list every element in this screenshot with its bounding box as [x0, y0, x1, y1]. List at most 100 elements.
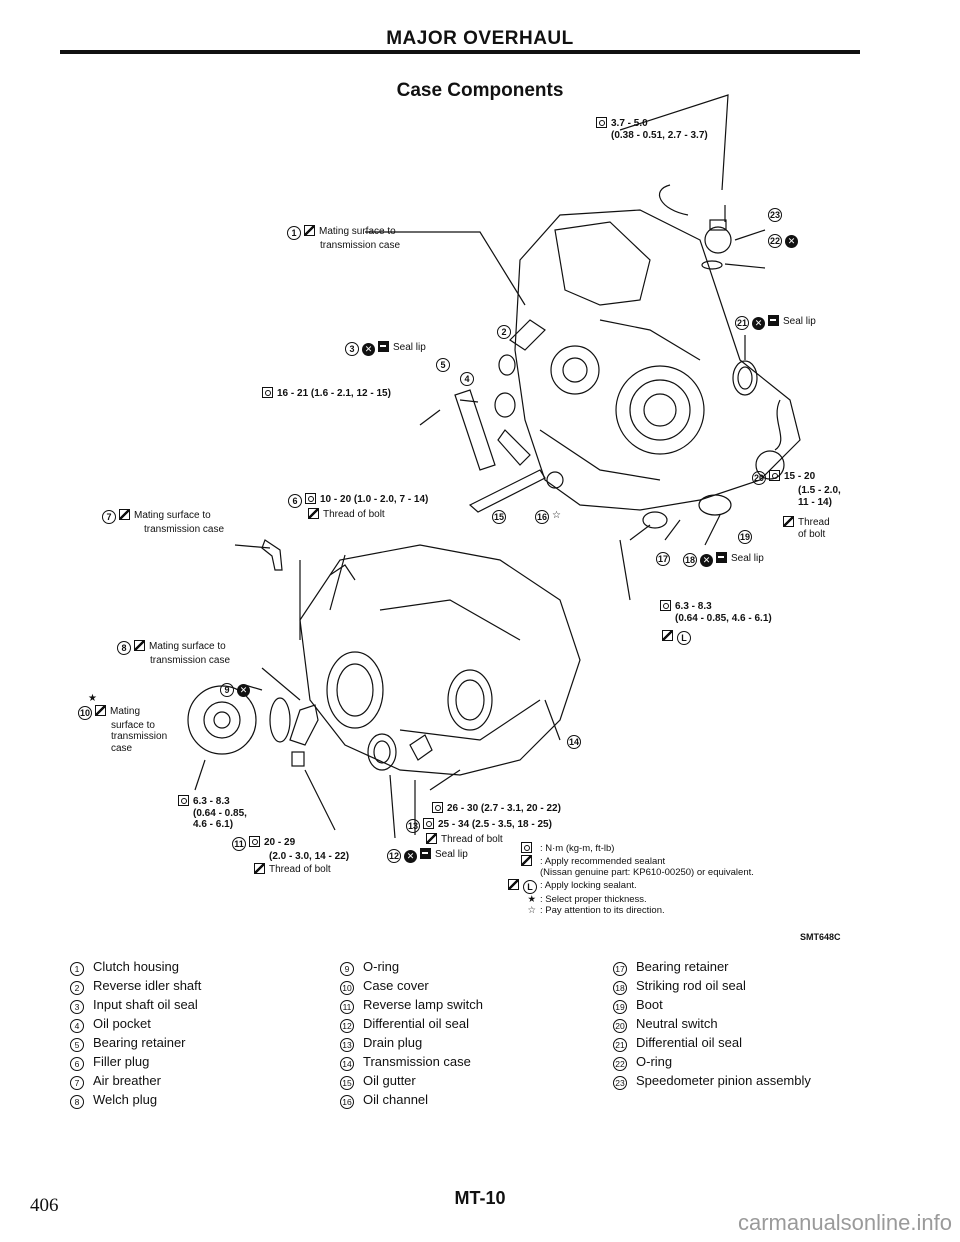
- callout-9: 9✕: [220, 683, 253, 697]
- callout-torque: 15 - 20: [784, 471, 816, 482]
- part-number: 3: [70, 1000, 84, 1014]
- callout-number: 14: [567, 735, 581, 749]
- callout-23: 23: [768, 208, 785, 222]
- torque-wrench-icon: [262, 387, 273, 398]
- callout-number: 22: [768, 234, 782, 248]
- part-number: 4: [70, 1019, 84, 1033]
- legend-row: : N·m (kg-m, ft-lb): [508, 842, 754, 855]
- legend-row: ★: Select proper thickness.: [508, 894, 754, 906]
- legend-symbol: ★: [527, 893, 536, 905]
- callout-text: transmission case: [144, 524, 225, 535]
- direction-mark: ☆: [552, 510, 561, 521]
- part-number: 8: [70, 1095, 84, 1109]
- torque-value: 6.3 - 8.3: [675, 601, 712, 612]
- callout-text: Seal lip: [731, 553, 764, 564]
- part-name: O-ring: [636, 1054, 673, 1069]
- part-number: 19: [613, 1000, 627, 1014]
- part-number: 7: [70, 1076, 84, 1090]
- torque-sub: (0.64 - 0.85, 4.6 - 6.1): [675, 612, 772, 624]
- part-name: Differential oil seal: [363, 1016, 469, 1031]
- callout-19: 19: [738, 530, 755, 544]
- grease-icon: [716, 552, 727, 563]
- callout-torque: (1.5 - 2.0,: [798, 485, 841, 496]
- callout-18: 18✕ Seal lip: [683, 552, 764, 567]
- callout-text: of bolt: [798, 528, 826, 540]
- part-number: 12: [340, 1019, 354, 1033]
- part-name: Speedometer pinion assembly: [636, 1073, 811, 1088]
- part-number: 18: [613, 981, 627, 995]
- torque-sub: 4.6 - 6.1): [193, 819, 234, 830]
- callout-text: transmission: [111, 731, 168, 742]
- callout-4: 4: [460, 372, 477, 386]
- torque-sub: (0.64 - 0.85,: [193, 807, 247, 819]
- callout-6: 6 10 - 20 (1.0 - 2.0, 7 - 14) Thread of b…: [288, 493, 428, 521]
- sealant-icon: [426, 833, 437, 844]
- callout-12: 12✕Seal lip: [387, 848, 468, 863]
- callout-torque: 10 - 20 (1.0 - 2.0, 7 - 14): [320, 494, 429, 505]
- callout-15: 15: [492, 510, 509, 524]
- legend-symbol: ☆: [527, 905, 536, 916]
- drain-torque-callout: 26 - 30 (2.7 - 3.1, 20 - 22): [432, 802, 561, 815]
- part-name: Clutch housing: [93, 959, 179, 974]
- torque-value: 3.7 - 5.0: [611, 118, 648, 129]
- part-name: Boot: [636, 997, 663, 1012]
- callout-text: Mating surface to: [149, 641, 226, 652]
- parts-list-item: 3 Input shaft oil seal: [70, 995, 201, 1014]
- sealant-icon: [134, 640, 145, 651]
- callout-torque: 11 - 14): [798, 496, 832, 508]
- callout-number: 18: [683, 553, 697, 567]
- callout-number: 12: [387, 849, 401, 863]
- callout-number: 11: [232, 837, 246, 851]
- part-number: 1: [70, 962, 84, 976]
- part-name: Reverse idler shaft: [93, 978, 202, 993]
- callout-text: Seal lip: [435, 849, 468, 860]
- callout-number: 2: [497, 325, 511, 339]
- part-name: Filler plug: [93, 1054, 150, 1069]
- figure-code: SMT648C: [800, 932, 841, 942]
- part-name: Bearing retainer: [93, 1035, 186, 1050]
- legend-row: : Apply recommended sealant: [508, 854, 754, 868]
- sealant-icon: [95, 704, 106, 716]
- torque-wrench-icon: [178, 795, 189, 806]
- select-thickness-mark: ★: [88, 693, 97, 704]
- grease-icon: [420, 848, 431, 859]
- callout-22: 22✕: [768, 234, 801, 248]
- watermark: carmanualsonline.info: [737, 1210, 952, 1235]
- part-number: 11: [340, 1000, 354, 1014]
- replace-icon: ✕: [752, 317, 765, 330]
- callout-text: Thread of bolt: [323, 509, 385, 520]
- section-title: MAJOR OVERHAUL: [386, 28, 574, 49]
- callout-text: Thread of bolt: [269, 863, 331, 875]
- callout-number: 17: [656, 552, 670, 566]
- callout-number: 6: [288, 494, 302, 508]
- callout-number: 10: [78, 705, 92, 720]
- part-number: 13: [340, 1038, 354, 1052]
- part-name: Input shaft oil seal: [93, 997, 198, 1012]
- callout-torque: 25 - 34 (2.5 - 3.5, 18 - 25): [438, 819, 552, 830]
- callout-20-thread: Thread of bolt: [783, 516, 830, 540]
- lock-sealant-callout: L: [662, 630, 694, 645]
- grease-icon: [378, 341, 389, 352]
- replace-icon: ✕: [700, 554, 713, 567]
- callout-number: 9: [220, 683, 234, 697]
- legend-text: : Apply locking sealant.: [540, 879, 637, 891]
- diagram-title: Case Components: [396, 80, 564, 101]
- callout-text: Seal lip: [393, 342, 426, 353]
- torque-wrench-icon: [305, 493, 316, 504]
- sealant-icon: [508, 878, 519, 890]
- callout-text: transmission case: [320, 240, 401, 251]
- torque-value: 6.3 - 8.3: [193, 796, 230, 807]
- part-name: Neutral switch: [636, 1016, 718, 1031]
- legend-text: : Apply recommended sealant: [540, 855, 666, 867]
- part-name: Differential oil seal: [636, 1035, 742, 1050]
- torque-10-callout: 6.3 - 8.3 (0.64 - 0.85, 4.6 - 6.1): [178, 795, 247, 831]
- part-number: 5: [70, 1038, 84, 1052]
- torque-value: 26 - 30 (2.7 - 3.1, 20 - 22): [447, 803, 561, 814]
